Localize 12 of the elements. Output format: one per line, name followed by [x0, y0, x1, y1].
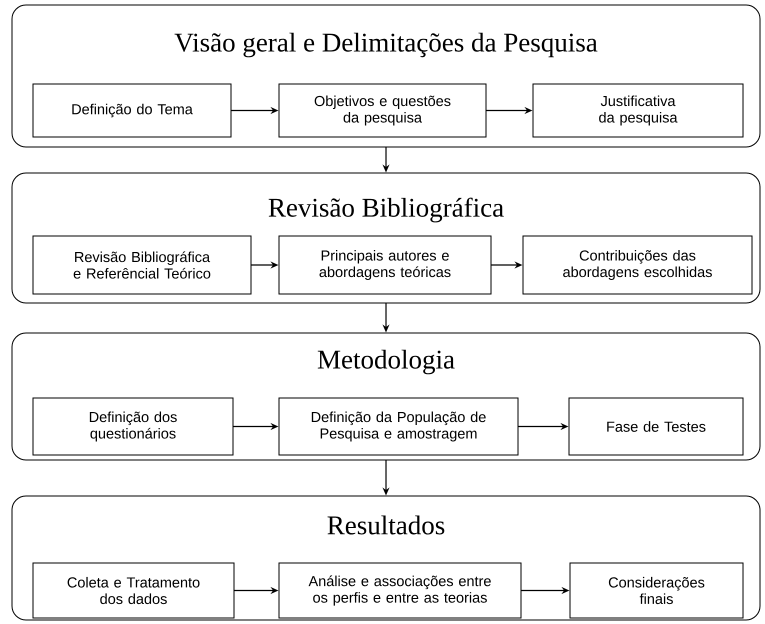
step-box: Justificativa da pesquisa [532, 84, 744, 138]
step-box: Fase de Testes [568, 398, 744, 456]
step-box: Definição da População de Pesquisa e amostragem [278, 398, 518, 456]
step-box: Definição do Tema [32, 84, 232, 138]
step-box: Definição dos questionários [32, 398, 234, 456]
step-box: Revisão Bibliográfica e Referêncial Teórico [32, 236, 252, 294]
step-box: Contribuições das abordagens escolhidas [522, 236, 752, 294]
step-box: Análise e associações entre os perfis e entre as teorias [278, 562, 522, 618]
step-box: Principais autores e abordagens teóricas [278, 236, 492, 294]
step-box: Coleta e Tratamento dos dados [32, 562, 234, 618]
step-box: Considerações finais [570, 562, 744, 618]
step-box: Objetivos e questões da pesquisa [278, 84, 486, 138]
